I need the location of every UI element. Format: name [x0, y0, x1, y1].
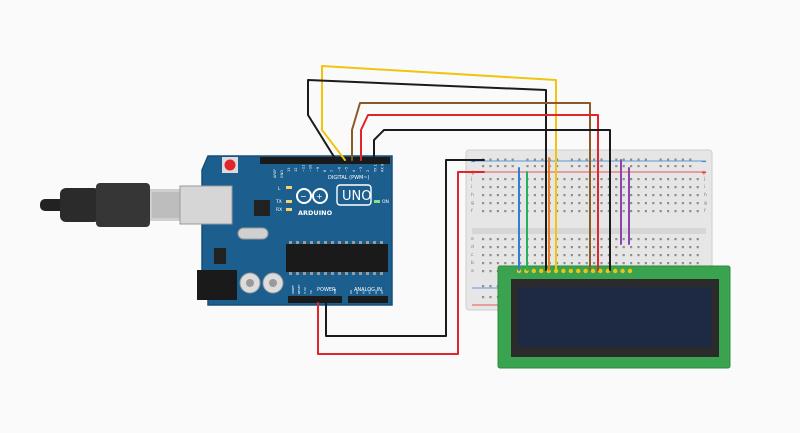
- analog-pin-label: A1: [355, 290, 359, 294]
- analog-label: ANALOG IN: [354, 287, 382, 293]
- led-rx-label: RX: [276, 207, 282, 213]
- digital-label: DIGITAL (PWM~): [328, 175, 370, 181]
- wire-black-upper[interactable]: [307, 79, 547, 271]
- v33-label: 3.3V: [303, 286, 307, 294]
- digital-pin-label: ~3: [359, 167, 363, 172]
- brand-label: ARDUINO: [298, 209, 333, 217]
- led-rx: [286, 208, 292, 211]
- uno-badge: [336, 184, 372, 206]
- lcd-pin[interactable]: [627, 268, 633, 274]
- usb-port: [179, 185, 233, 225]
- digital-pin-label: 7: [330, 170, 334, 172]
- lcd-pin[interactable]: [598, 268, 603, 274]
- analog-pin-label: A4: [374, 290, 378, 294]
- wire-red-upper[interactable]: [360, 114, 599, 271]
- digital-pin-label: 8: [323, 170, 327, 172]
- lcd-pin[interactable]: [613, 268, 618, 274]
- rail-plus-label-right: +: [701, 169, 707, 177]
- lcd-pin[interactable]: [605, 268, 610, 274]
- lcd-pin[interactable]: [568, 268, 573, 274]
- digital-pin-label: TX 1: [373, 164, 377, 173]
- wire-black-gnd[interactable]: [325, 159, 485, 337]
- usb-chip: [254, 200, 270, 216]
- reset-button-cap[interactable]: [224, 159, 236, 171]
- arduino-uno-board[interactable]: − + UNO ARDUINO DIGITAL (PWM~) POWER ANA…: [179, 155, 393, 306]
- led-tx-label: TX: [275, 199, 282, 205]
- lcd-pin[interactable]: [539, 268, 544, 274]
- usb-cable: [40, 183, 182, 227]
- digital-pin-label: 2: [366, 170, 370, 172]
- gnd-label: GND: [280, 170, 284, 178]
- led-tx: [286, 200, 292, 203]
- wire-brown[interactable]: [351, 102, 591, 271]
- breadboard-row-label: f: [704, 208, 706, 214]
- arduino-logo: − +: [296, 188, 328, 204]
- breadboard-row-label: e: [471, 237, 474, 242]
- digital-pin-label: ~10: [309, 165, 313, 172]
- breadboard-row-label: g: [471, 201, 474, 206]
- digital-pin-label: ~5: [345, 167, 349, 172]
- breadboard-row-label: i: [471, 184, 472, 190]
- digital-pin-label: RX 0: [381, 164, 385, 172]
- wire-black-lower[interactable]: [373, 129, 611, 271]
- lcd-pin[interactable]: [561, 268, 566, 274]
- breadboard-row-label: a: [471, 269, 474, 274]
- led-l: [286, 186, 292, 189]
- digital-pin-label: 12: [294, 168, 298, 172]
- breadboard-row-label: f: [471, 208, 473, 214]
- breadboard-row-label: j: [470, 176, 472, 182]
- breadboard-row-label: h: [704, 192, 707, 198]
- wire-red-5v[interactable]: [317, 171, 485, 355]
- breadboard-row-label: d: [471, 244, 474, 250]
- analog-pin-label: A5: [380, 290, 384, 294]
- atmega-chip: [286, 244, 388, 272]
- analog-pin-label: A2: [361, 290, 365, 294]
- vin-label: VIN: [333, 289, 337, 294]
- lcd-16x2-module[interactable]: [497, 265, 731, 369]
- digital-header[interactable]: [260, 157, 390, 164]
- svg-text:−: −: [300, 192, 307, 201]
- digital-pin-label: ~9: [316, 167, 320, 172]
- breadboard-row-label: i: [704, 184, 705, 190]
- lcd-pin[interactable]: [576, 268, 581, 274]
- breadboard-row-label: j: [703, 176, 705, 182]
- aref-label: AREF: [273, 169, 277, 178]
- digital-pin-label: ~6: [337, 167, 341, 172]
- lcd-screen: [518, 287, 712, 347]
- led-l-label: L: [278, 186, 281, 192]
- breadboard-row-label: h: [471, 192, 474, 198]
- digital-pin-label: 13: [287, 168, 291, 172]
- v5-label: 5V: [309, 289, 313, 294]
- lcd-pin[interactable]: [531, 268, 536, 274]
- analog-pin-label: A3: [368, 290, 372, 294]
- analog-pin-label: A0: [349, 290, 353, 294]
- digital-pin-label: 4: [352, 169, 356, 172]
- power-jack: [197, 270, 237, 300]
- led-on: [374, 200, 380, 203]
- breadboard-row-label: b: [471, 260, 474, 266]
- reset-label: RESET: [297, 284, 301, 294]
- on-label: ON: [382, 199, 389, 205]
- model-label: UNO: [342, 189, 371, 204]
- power-label: POWER: [317, 287, 336, 293]
- breadboard-row-label: g: [704, 201, 707, 206]
- power-header[interactable]: [288, 296, 342, 303]
- voltage-regulator: [214, 248, 226, 264]
- rail-minus-label: −: [470, 158, 476, 166]
- lcd-pin[interactable]: [620, 268, 625, 274]
- ioref-label: IOREF: [291, 285, 295, 294]
- wires[interactable]: [307, 65, 630, 355]
- crystal-oscillator: [237, 227, 269, 240]
- wire-yellow[interactable]: [321, 65, 557, 271]
- svg-text:+: +: [316, 192, 323, 201]
- breadboard-row-label: c: [471, 253, 474, 258]
- lcd-pin[interactable]: [583, 268, 588, 274]
- rail-minus-label-right: −: [701, 158, 707, 166]
- analog-header[interactable]: [348, 296, 388, 303]
- lcd-pin[interactable]: [590, 268, 596, 274]
- digital-pin-label: ~11: [301, 165, 305, 172]
